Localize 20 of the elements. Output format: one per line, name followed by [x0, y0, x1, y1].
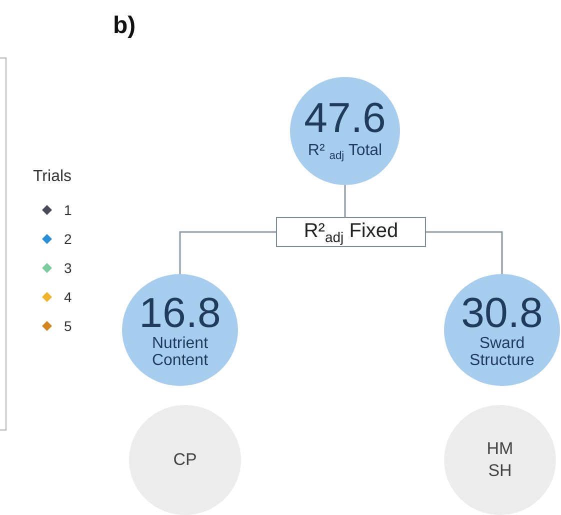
- legend-label: 3: [64, 260, 72, 276]
- panel-label: b): [113, 12, 136, 40]
- label-text: HM SH: [486, 438, 514, 482]
- legend-label: 2: [64, 231, 72, 247]
- value-text: 47.6: [304, 96, 386, 140]
- connector-line: [179, 231, 276, 274]
- legend-label: 4: [64, 289, 72, 305]
- legend-title: Trials: [33, 168, 72, 186]
- label-text: R² $_{adj}$ Total: [308, 142, 382, 165]
- value-text: 16.8: [139, 291, 221, 335]
- connector-line: [426, 231, 503, 274]
- label-text: CP: [173, 449, 197, 471]
- legend-label: 5: [64, 318, 72, 334]
- connector-line: [344, 185, 346, 217]
- value-text: 30.8: [461, 291, 543, 335]
- label-box: [276, 217, 426, 247]
- label-text: R²$_{adj}$ Fixed: [302, 220, 400, 244]
- legend-label: 1: [64, 202, 72, 218]
- label-text: Sward Structure: [468, 335, 536, 369]
- label-text: Nutrient Content: [150, 335, 210, 369]
